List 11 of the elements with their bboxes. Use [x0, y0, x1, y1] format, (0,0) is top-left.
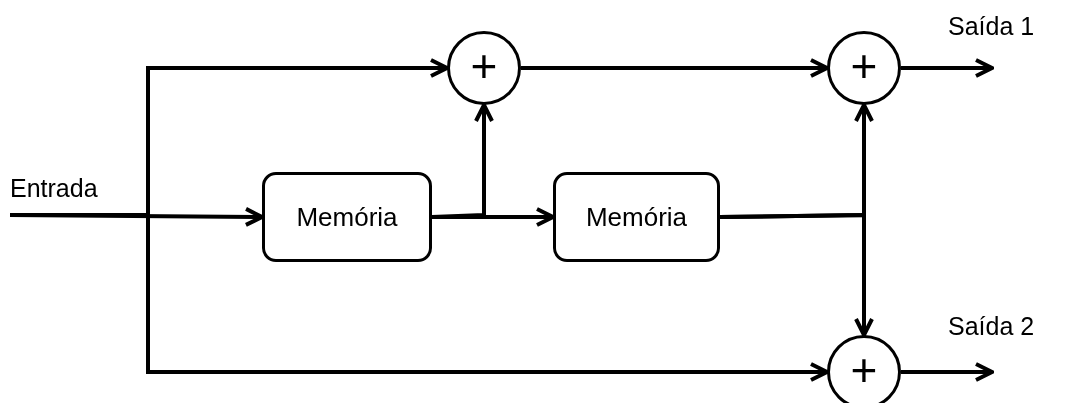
arrow — [10, 213, 829, 382]
signal-label: Saída 1 — [948, 11, 1035, 42]
arrow — [431, 103, 494, 219]
signal-label: Saída 2 — [948, 311, 1035, 342]
arrow — [901, 362, 994, 382]
arrow — [901, 58, 994, 78]
arrow — [521, 58, 829, 78]
arrow — [719, 212, 874, 337]
memory-box: Memória — [262, 172, 432, 262]
memory-box: Memória — [553, 172, 720, 262]
signal-label: Entrada — [10, 173, 98, 204]
